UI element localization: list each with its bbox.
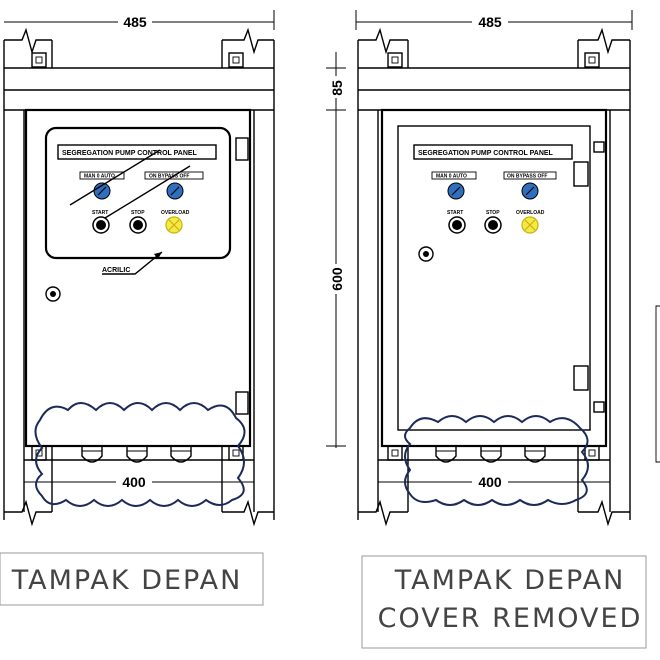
break-line [358, 27, 408, 55]
break-line [358, 499, 408, 527]
cable-gland-icon [81, 446, 103, 463]
break-line [578, 499, 630, 527]
mount-hole [387, 52, 403, 68]
edge-object [655, 305, 660, 463]
start-label: START [92, 210, 108, 216]
break-line [578, 27, 630, 55]
cable-gland-icon [435, 446, 457, 463]
break-line [222, 499, 274, 527]
dim-400-left: 400 [122, 474, 146, 490]
overload-label: OVERLOAD [161, 210, 190, 216]
cable-gland-icon [524, 446, 546, 463]
inner-panel [397, 125, 591, 431]
left-view: 485 SEGREGATION PUMP CONTROL PANEL MAN 0 [3, 10, 275, 527]
cable-gland-icon [480, 446, 502, 463]
mount-hole [387, 445, 403, 461]
mount-hole [31, 52, 47, 68]
hinge [235, 137, 249, 161]
acrylic-label: ACRILIC [102, 267, 130, 274]
caption-box-left [0, 552, 264, 606]
overload-label: OVERLOAD [516, 210, 545, 216]
right-view: 485 85 600 SEGREGATIO [326, 10, 660, 527]
selector-label: MAN 0 AUTO [436, 174, 467, 180]
bypass-label: ON BYPASS OFF [149, 174, 189, 180]
dim-85: 85 [329, 80, 345, 96]
break-line [4, 27, 52, 55]
cabinet-body-open [380, 108, 608, 448]
selector-label: MAN 0 AUTO [84, 174, 115, 180]
hinge [573, 161, 589, 187]
dim-600: 600 [329, 267, 345, 291]
dim-400-right: 400 [478, 474, 502, 490]
dim-485-right: 485 [478, 14, 502, 30]
revision-cloud [404, 415, 589, 506]
caption-right-line1: TAMPAK DEPAN [394, 565, 626, 596]
cabinet-body [24, 108, 252, 448]
panel-title-box [413, 144, 573, 160]
mount-hole [584, 52, 600, 68]
cable-gland-icon [170, 446, 192, 463]
caption-box-right [361, 555, 647, 649]
caption-left: TAMPAK DEPAN [11, 565, 243, 596]
acrylic-cover [44, 126, 232, 260]
stop-label: STOP [486, 210, 500, 216]
hinge [235, 391, 249, 415]
revision-cloud [34, 402, 246, 507]
cable-gland-icon [126, 446, 148, 463]
bypass-label: ON BYPASS OFF [507, 174, 547, 180]
panel-title: SEGREGATION PUMP CONTROL PANEL [62, 150, 198, 157]
panel-title-box [57, 144, 217, 160]
mount-hole [228, 52, 244, 68]
start-label: START [447, 210, 463, 216]
break-line [222, 27, 274, 55]
panel-title: SEGREGATION PUMP CONTROL PANEL [418, 150, 554, 157]
stop-label: STOP [131, 210, 145, 216]
break-line [4, 499, 52, 527]
dim-485-left: 485 [123, 14, 147, 30]
caption-right-line2: COVER REMOVED [378, 603, 643, 634]
mount-hole [228, 445, 244, 461]
hinge [573, 365, 589, 391]
